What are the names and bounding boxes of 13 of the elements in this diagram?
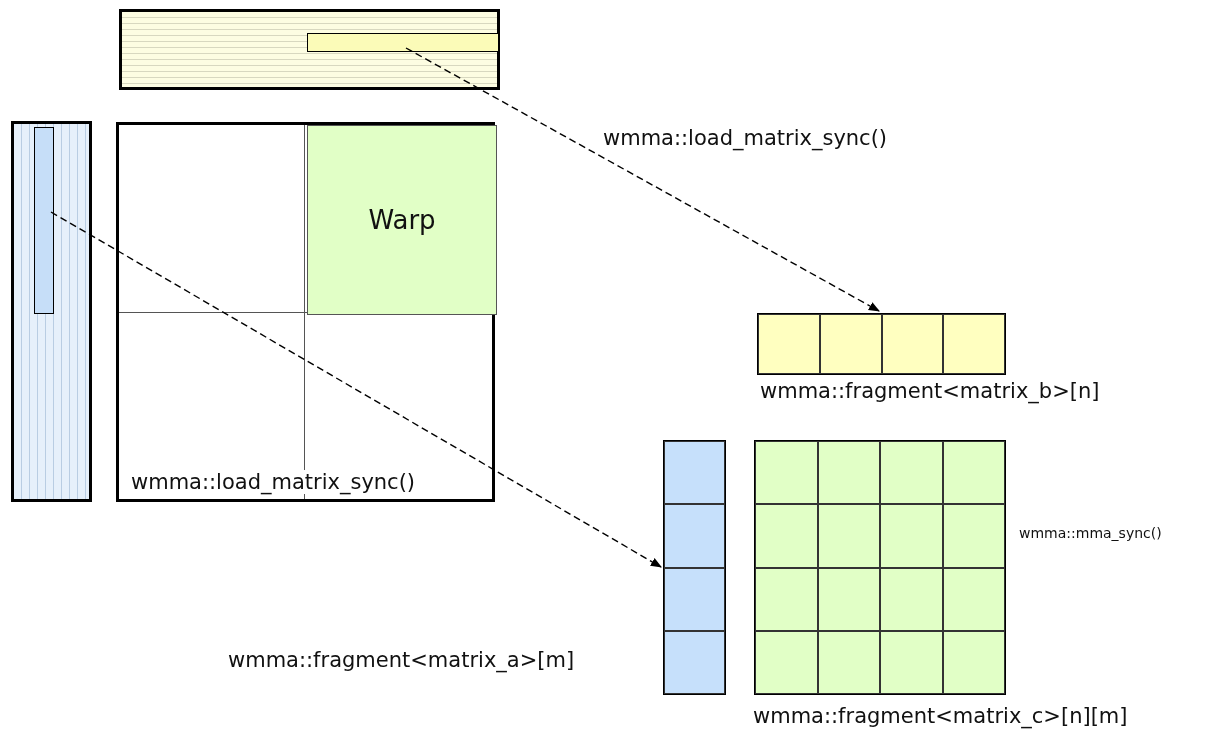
matrix-slice xyxy=(307,33,499,52)
matrix-slice xyxy=(34,127,54,314)
matrix-tile xyxy=(11,121,92,502)
matrix-tile xyxy=(119,9,500,90)
fragment-label: wmma::fragment<matrix_c>[n][m] xyxy=(753,704,1128,728)
operation-label: wmma::mma_sync() xyxy=(1019,525,1162,541)
arrow xyxy=(405,47,880,312)
tile-label: Warp xyxy=(368,205,436,235)
warp-tile xyxy=(307,125,497,315)
matrix-tile xyxy=(116,122,495,502)
arrow xyxy=(50,211,662,568)
fragment-label: wmma::fragment<matrix_b>[n] xyxy=(760,379,1100,403)
fragment-label: wmma::fragment<matrix_a>[m] xyxy=(228,648,575,672)
